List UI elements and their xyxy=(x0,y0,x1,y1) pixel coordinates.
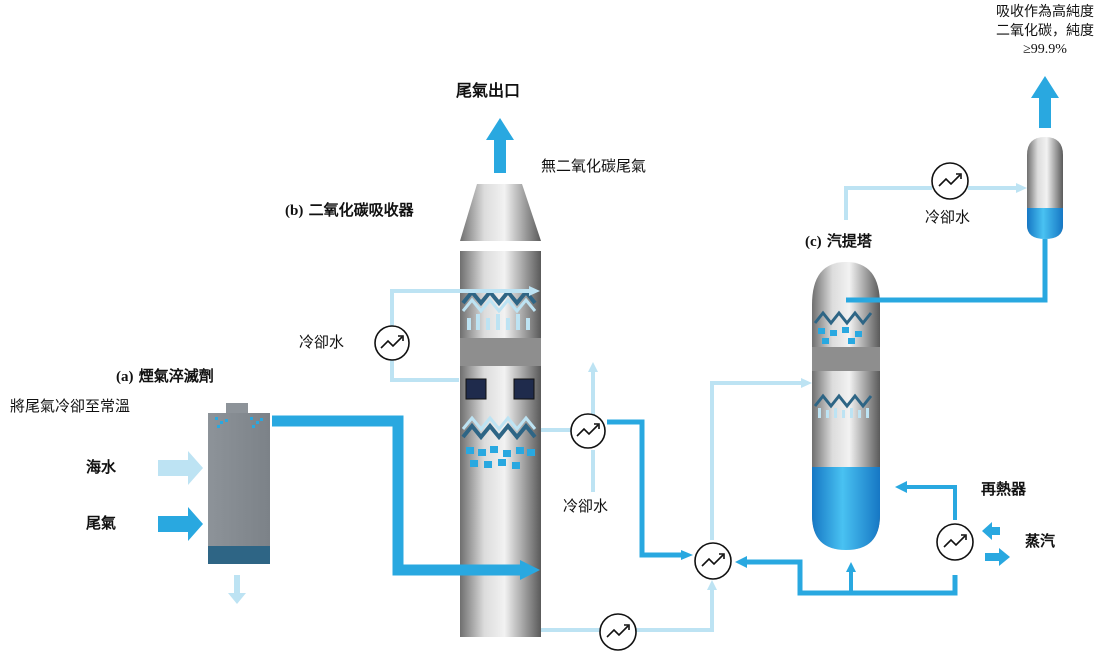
quencher-name: 煙氣淬滅劑 xyxy=(138,367,214,385)
product-line-3: ≥99.9% xyxy=(1023,41,1067,57)
product-line-2: 二氧化碳，純度 xyxy=(996,22,1094,39)
drain-arrow-icon xyxy=(228,575,246,604)
heat-exchanger-icon xyxy=(374,325,410,361)
exhaust-outlet-label: 尾氣出口 xyxy=(456,81,521,100)
product-line-1: 吸收作為高純度 xyxy=(996,4,1094,20)
quencher-unit xyxy=(208,403,270,604)
flue-gas-arrow-icon xyxy=(158,507,203,541)
product-arrow-icon xyxy=(1031,76,1059,128)
heat-exchanger-icon xyxy=(931,162,969,200)
seawater-arrow-icon xyxy=(158,451,203,485)
absorber-name: 二氧化碳吸收器 xyxy=(308,201,414,219)
heat-exchanger-icon xyxy=(694,542,732,580)
stripper-name: 汽提塔 xyxy=(826,232,872,250)
heat-exchanger-icon xyxy=(599,613,637,651)
quencher-description: 將尾氣冷卻至常溫 xyxy=(10,397,131,415)
steam-label: 蒸汽 xyxy=(1025,532,1056,550)
quencher-title: (a) 煙氣淬滅劑 xyxy=(116,367,214,387)
stripper-prefix: (c) xyxy=(805,234,822,250)
cooling-water-mid-label: 冷卻水 xyxy=(563,497,609,515)
co2-free-exhaust-label: 無二氧化碳尾氣 xyxy=(541,157,647,175)
cooling-water-left-label: 冷卻水 xyxy=(299,333,345,351)
quencher-prefix: (a) xyxy=(116,369,134,385)
heat-exchanger-icon xyxy=(570,413,606,449)
seawater-label: 海水 xyxy=(86,458,117,476)
co2-separator xyxy=(1027,137,1063,239)
stripper-title: (c) 汽提塔 xyxy=(805,232,872,252)
absorber-prefix: (b) xyxy=(285,203,304,219)
absorber-title: (b) 二氧化碳吸收器 xyxy=(285,201,414,221)
product-description: 吸收作為高純度 二氧化碳，純度 ≥99.9% xyxy=(975,3,1115,60)
steam-in-arrow-icon xyxy=(982,522,1000,540)
reboiler-label: 再熱器 xyxy=(981,480,1027,498)
cooling-water-top-label: 冷卻水 xyxy=(925,208,971,226)
steam-out-arrow-icon xyxy=(985,548,1010,566)
heat-exchanger-icon xyxy=(936,523,974,561)
flue-gas-label: 尾氣 xyxy=(86,514,117,532)
stripper-column xyxy=(812,262,880,550)
exhaust-arrow-icon xyxy=(486,118,514,173)
